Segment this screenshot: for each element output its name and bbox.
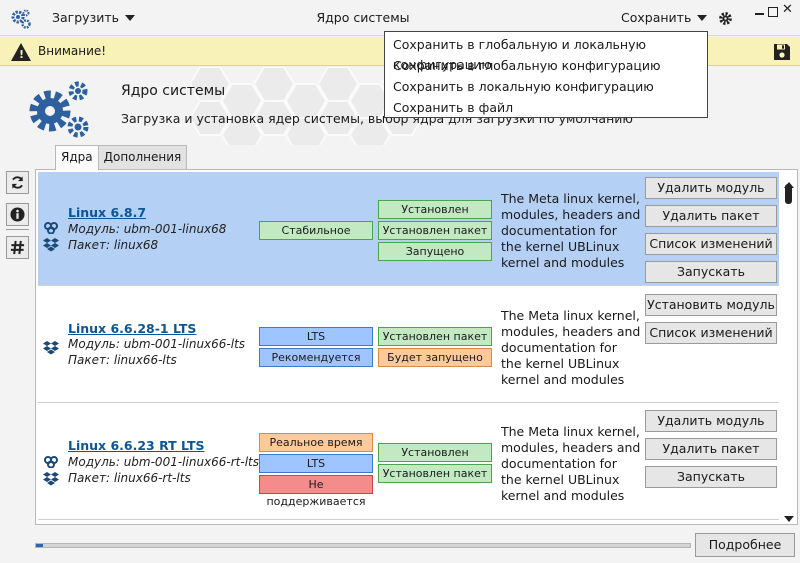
install-module-button[interactable]: Установить модуль <box>645 294 777 316</box>
kernel-module: Модуль: ubm-001-linux68 <box>68 222 227 236</box>
kernel-item-linux66-lts[interactable]: Linux 6.6.28-1 LTS Модуль: ubm-001-linux… <box>38 289 779 403</box>
status-badge: Установлен модуль <box>378 200 492 233</box>
gear-icon[interactable] <box>718 11 733 26</box>
gears-icon <box>29 81 89 138</box>
info-button[interactable] <box>6 203 29 226</box>
status-badge: Не поддерживается <box>259 475 373 508</box>
refresh-button[interactable] <box>6 171 29 194</box>
status-badge: Установлен модуль <box>378 443 492 476</box>
kernel-module: Модуль: ubm-001-linux66-rt-lts <box>68 455 260 469</box>
kernel-name[interactable]: Linux 6.8.7 <box>68 205 147 220</box>
status-badge: Установлен пакет <box>378 221 492 240</box>
kernel-name[interactable]: Linux 6.6.28-1 LTS <box>68 321 197 336</box>
remove-module-button[interactable]: Удалить модуль <box>645 410 777 432</box>
menu-item-save-local[interactable]: Сохранить в локальную конфигурацию <box>393 79 654 94</box>
status-badge: Будет запущено <box>378 348 492 367</box>
chevron-down-icon <box>125 14 135 21</box>
menu-item-save-global-local[interactable]: Сохранить в глобальную и локальную конфи… <box>393 37 647 72</box>
kernel-description: The Meta linux kernel, modules, headers … <box>501 424 641 503</box>
gears-icon <box>11 9 31 29</box>
tab-bar: Ядра Дополнения <box>55 145 188 170</box>
status-badge: Установлен пакет <box>378 464 492 483</box>
info-icon <box>10 207 25 222</box>
kernel-description: The Meta linux kernel, modules, headers … <box>501 308 641 387</box>
module-icon <box>44 456 58 469</box>
kernel-item-linux68[interactable]: Linux 6.8.7 Модуль: ubm-001-linux68 Паке… <box>38 172 779 286</box>
chevron-down-icon <box>697 14 708 21</box>
save-menu: Сохранить в глобальную и локальную конфи… <box>384 31 708 118</box>
floppy-disk-icon[interactable] <box>772 42 792 62</box>
menu-item-save-global[interactable]: Сохранить в глобальную конфигурацию <box>393 58 661 73</box>
details-button[interactable]: Подробнее <box>695 533 795 557</box>
dropbox-icon <box>43 472 59 486</box>
scrollbar-thumb[interactable] <box>785 184 792 204</box>
save-button[interactable]: Сохранить <box>621 10 708 25</box>
kernel-package: Пакет: linux66-lts <box>68 353 177 367</box>
scrollbar[interactable] <box>782 182 796 522</box>
refresh-icon <box>11 176 24 189</box>
title-bar: Загрузить Ядро системы Сохранить ✕ <box>0 0 800 36</box>
run-button[interactable]: Запускать <box>645 466 777 488</box>
kernel-name[interactable]: Linux 6.6.23 RT LTS <box>68 438 205 453</box>
kernel-package: Пакет: linux68 <box>68 238 159 252</box>
status-badge: Реальное время <box>259 433 373 452</box>
status-badge: Запущено <box>378 242 492 261</box>
progress-fill <box>36 544 43 547</box>
hash-button[interactable] <box>6 236 29 259</box>
status-badge: Стабильное <box>259 221 373 240</box>
kernel-item-icons <box>43 222 59 255</box>
remove-package-button[interactable]: Удалить пакет <box>645 438 777 460</box>
maximize-icon[interactable] <box>768 7 778 17</box>
kernel-item-linux66-rt-lts[interactable]: Linux 6.6.23 RT LTS Модуль: ubm-001-linu… <box>38 406 779 520</box>
changelog-button[interactable]: Список изменений <box>645 233 777 255</box>
menu-item-save-file[interactable]: Сохранить в файл <box>393 100 514 115</box>
load-button[interactable]: Загрузить <box>52 10 135 25</box>
kernel-list: Linux 6.8.7 Модуль: ubm-001-linux68 Паке… <box>35 169 798 525</box>
warning-icon: ! <box>11 43 31 61</box>
close-icon[interactable]: ✕ <box>782 2 793 17</box>
minimize-icon[interactable] <box>755 13 764 15</box>
save-button-label: Сохранить <box>621 10 692 25</box>
kernel-item-icons <box>43 456 59 489</box>
scroll-down-icon[interactable] <box>784 516 794 522</box>
module-icon <box>44 222 58 235</box>
tab-addons[interactable]: Дополнения <box>97 145 188 169</box>
dropbox-icon <box>43 341 59 355</box>
status-badge: LTS <box>259 454 373 473</box>
kernel-module: Модуль: ubm-001-linux66-lts <box>68 337 246 351</box>
run-button[interactable]: Запускать <box>645 261 777 283</box>
status-badge: Рекомендуется <box>259 348 373 367</box>
kernel-description: The Meta linux kernel, modules, headers … <box>501 191 641 270</box>
window-title: Ядро системы <box>316 10 410 25</box>
remove-package-button[interactable]: Удалить пакет <box>645 205 777 227</box>
page-title: Ядро системы <box>121 83 226 99</box>
load-button-label: Загрузить <box>52 10 119 25</box>
divider <box>6 229 29 230</box>
warning-text: Внимание! <box>38 44 107 58</box>
progress-bar <box>35 543 691 548</box>
dropbox-icon <box>43 238 59 252</box>
hash-icon <box>10 240 25 255</box>
remove-module-button[interactable]: Удалить модуль <box>645 177 777 199</box>
status-badge: Установлен пакет <box>378 327 492 346</box>
changelog-button[interactable]: Список изменений <box>645 322 777 344</box>
kernel-package: Пакет: linux66-rt-lts <box>68 471 191 485</box>
tab-kernels[interactable]: Ядра <box>55 145 99 170</box>
kernel-item-icons <box>43 341 59 358</box>
status-badge: LTS <box>259 327 373 346</box>
